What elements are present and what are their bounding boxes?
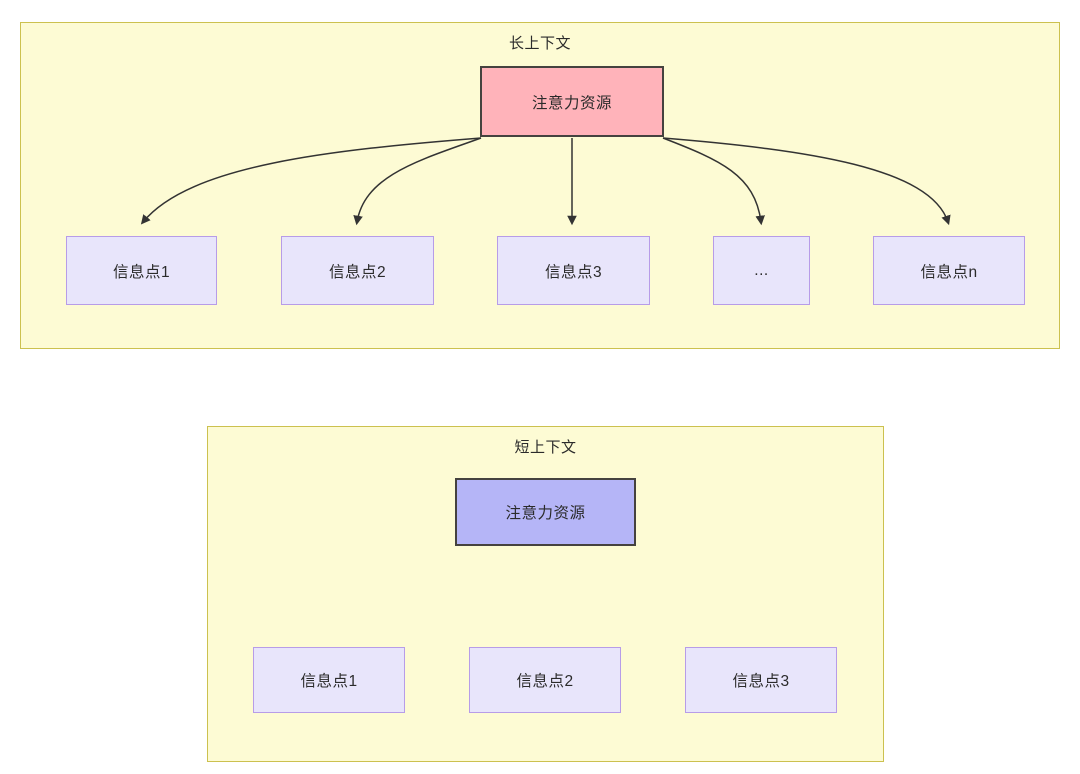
- node-info-point-short-1[interactable]: 信息点1: [253, 647, 405, 713]
- node-label: 信息点3: [544, 263, 603, 281]
- node-info-point-long-n[interactable]: 信息点n: [873, 236, 1025, 305]
- node-label: 信息点3: [732, 673, 790, 690]
- node-label: 信息点n: [920, 263, 978, 281]
- node-attention-resource-short[interactable]: 注意力资源: [455, 478, 636, 546]
- node-label: 信息点1: [112, 263, 171, 281]
- node-label: 注意力资源: [505, 505, 586, 522]
- node-info-point-short-2[interactable]: 信息点2: [469, 647, 621, 713]
- node-attention-resource-long[interactable]: 注意力资源: [480, 66, 664, 137]
- node-label: 信息点1: [300, 673, 358, 690]
- node-label: 信息点2: [516, 673, 574, 690]
- node-label: 注意力资源: [531, 94, 612, 112]
- node-info-point-long-ellipsis[interactable]: ...: [713, 236, 810, 305]
- node-label: ...: [754, 261, 769, 279]
- node-info-point-long-1[interactable]: 信息点1: [66, 236, 217, 305]
- node-info-point-long-2[interactable]: 信息点2: [281, 236, 434, 305]
- node-label: 信息点2: [328, 263, 387, 281]
- panel-long-context-title: 长上下文: [508, 35, 571, 52]
- node-info-point-short-3[interactable]: 信息点3: [685, 647, 837, 713]
- panel-short-context-title: 短上下文: [514, 439, 577, 456]
- node-info-point-long-3[interactable]: 信息点3: [497, 236, 650, 305]
